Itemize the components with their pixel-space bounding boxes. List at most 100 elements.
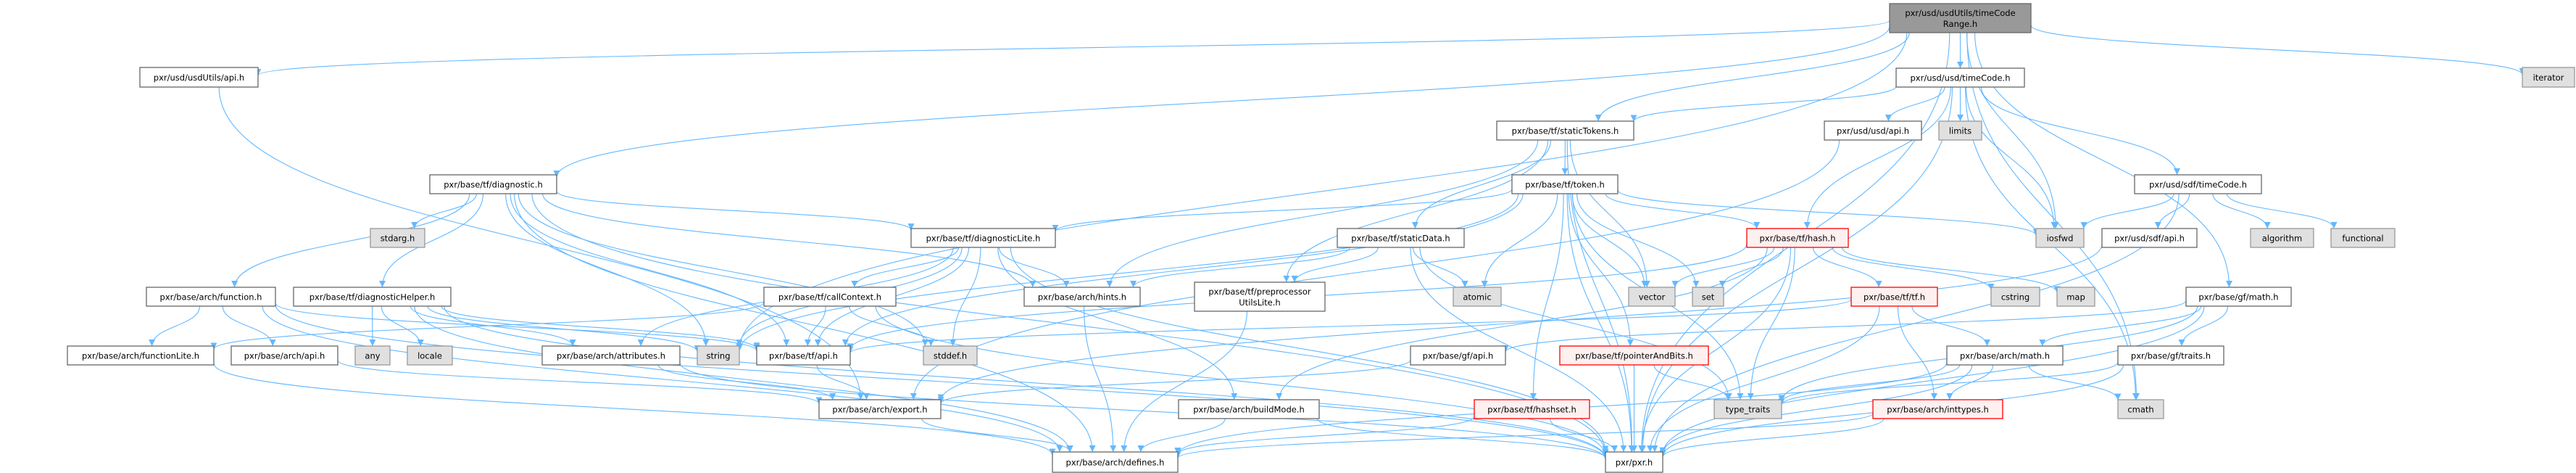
node-build-mode[interactable]: pxr/base/arch/buildMode.h [1178,399,1320,419]
node-gf-traits[interactable]: pxr/base/gf/traits.h [2117,345,2224,366]
node-locale[interactable]: locale [407,345,453,366]
node-arch-api[interactable]: pxr/base/arch/api.h [230,345,338,366]
node-box [1946,345,2064,366]
edge-function-to-functionLite [149,305,200,347]
node-box [1850,287,1938,307]
edge-sdfTimeCode-to-functional [2226,193,2338,229]
node-string[interactable]: string [697,345,740,366]
node-box [67,345,215,366]
edge-staticData-to-typeTraits [1419,247,1732,400]
node-export[interactable]: pxr/base/arch/export.h [818,399,942,419]
node-atomic[interactable]: atomic [1453,287,1502,307]
node-static-data[interactable]: pxr/base/tf/staticData.h [1337,228,1465,248]
node-box [2035,228,2085,248]
edge-hash-to-cstring [1832,247,1995,291]
node-tf[interactable]: pxr/base/tf/tf.h [1850,287,1938,307]
edge-functionLite-to-defines [213,363,1056,456]
node-gf-math[interactable]: pxr/base/gf/math.h [2185,287,2292,307]
node-box [541,345,681,366]
node-label: pxr/usd/sdf/api.h [2114,234,2185,244]
node-diagnostic-lite[interactable]: pxr/base/tf/diagnosticLite.h [910,228,1056,248]
edge-diagnosticLite-to-pxr [1010,247,1609,453]
node-box [1692,287,1724,307]
node-usd-utils-api[interactable]: pxr/usd/usdUtils/api.h [139,67,259,88]
node-hints[interactable]: pxr/base/arch/hints.h [1023,287,1141,307]
node-iosfwd[interactable]: iosfwd [2035,228,2085,248]
node-stdarg[interactable]: stdarg.h [370,228,425,248]
edge-root-to-staticTokens [1595,32,1910,122]
node-label: functional [2342,234,2383,244]
node-functional[interactable]: functional [2330,228,2396,248]
edge-function-to-archApi [222,305,276,347]
edge-pointerAndBits-to-typeTraits [1653,364,1732,400]
node-box [1052,451,1179,473]
node-vector[interactable]: vector [1628,287,1676,307]
node-iterator[interactable]: iterator [2522,67,2575,88]
node-arch-math[interactable]: pxr/base/arch/math.h [1946,345,2064,366]
node-label: pxr/base/arch/defines.h [1066,458,1165,468]
node-label: pxr/base/gf/math.h [2198,292,2278,303]
node-function-lite[interactable]: pxr/base/arch/functionLite.h [67,345,215,366]
node-map[interactable]: map [2056,287,2095,307]
edge-diagnosticHelper-to-string [427,305,701,353]
node-box [2117,399,2164,419]
node-box [1194,281,1326,312]
node-box [370,228,425,248]
node-static-tokens[interactable]: pxr/base/tf/staticTokens.h [1496,120,1634,141]
node-box [293,287,452,307]
node-set[interactable]: set [1692,287,1724,307]
node-call-context[interactable]: pxr/base/tf/callContext.h [763,287,897,307]
node-gf-api[interactable]: pxr/base/gf/api.h [1410,345,1506,366]
edge-hash-to-set [1719,247,1784,288]
node-any[interactable]: any [354,345,391,366]
edge-tf-to-tfApi [847,298,1852,353]
node-function[interactable]: pxr/base/arch/function.h [146,287,276,307]
node-label: pxr/base/arch/attributes.h [557,351,665,361]
edge-staticData-to-pxr [1410,247,1627,453]
edge-diagnostic-to-string [505,193,710,347]
node-attributes[interactable]: pxr/base/arch/attributes.h [541,345,681,366]
node-pointer-and-bits[interactable]: pxr/base/tf/pointerAndBits.h [1559,345,1709,366]
node-cstring[interactable]: cstring [1990,287,2040,307]
node-type-traits[interactable]: type_traits [1713,399,1782,419]
node-label: iosfwd [2047,234,2074,244]
node-stddef[interactable]: stddef.h [923,345,978,366]
node-box [2101,228,2198,248]
node-limits[interactable]: limits [1938,120,1982,141]
node-inttypes[interactable]: pxr/base/arch/inttypes.h [1872,399,2003,419]
node-box [1496,120,1634,141]
edge-gfMath-to-pxr [1659,305,2205,455]
node-label: pxr/base/tf/staticData.h [1351,234,1450,244]
node-algorithm[interactable]: algorithm [2250,228,2314,248]
edge-token-to-pointerAndBits [1568,193,1634,347]
node-box [1178,399,1320,419]
node-label: pxr/base/arch/export.h [832,405,927,415]
node-label: map [2066,292,2085,303]
edge-diagnosticLite-to-buildMode [997,247,1238,400]
node-box [2117,345,2224,366]
edge-usdTimeCode-to-pxr [1639,86,1953,453]
node-token[interactable]: pxr/base/tf/token.h [1511,174,1619,194]
node-cmath[interactable]: cmath [2117,399,2164,419]
node-pxr[interactable]: pxr/pxr.h [1605,451,1663,473]
node-box [2250,228,2314,248]
node-diagnostic-helper[interactable]: pxr/base/tf/diagnosticHelper.h [293,287,452,307]
node-usd-time-code[interactable]: pxr/usd/usd/timeCode.h [1895,67,2025,88]
node-sdf-time-code[interactable]: pxr/usd/sdf/timeCode.h [2134,174,2262,194]
node-box [1474,399,1590,419]
node-hashset[interactable]: pxr/base/tf/hashset.h [1474,399,1590,419]
edge-hashset-to-pxr [1550,418,1618,453]
node-label: pxr/base/tf/diagnostic.h [444,180,543,190]
node-hash[interactable]: pxr/base/tf/hash.h [1746,228,1849,248]
edge-token-to-tfApi [842,193,1524,347]
node-diagnostic[interactable]: pxr/base/tf/diagnostic.h [429,174,557,194]
node-usd-api[interactable]: pxr/usd/usd/api.h [1824,120,1922,141]
node-tf-api[interactable]: pxr/base/tf/api.h [756,345,851,366]
edge-sdfTimeCode-to-sdfApi [2154,193,2190,229]
node-box [2522,67,2575,88]
edge-archMath-to-cmath [2028,364,2122,400]
node-defines[interactable]: pxr/base/arch/defines.h [1052,451,1179,473]
node-sdf-api[interactable]: pxr/usd/sdf/api.h [2101,228,2198,248]
